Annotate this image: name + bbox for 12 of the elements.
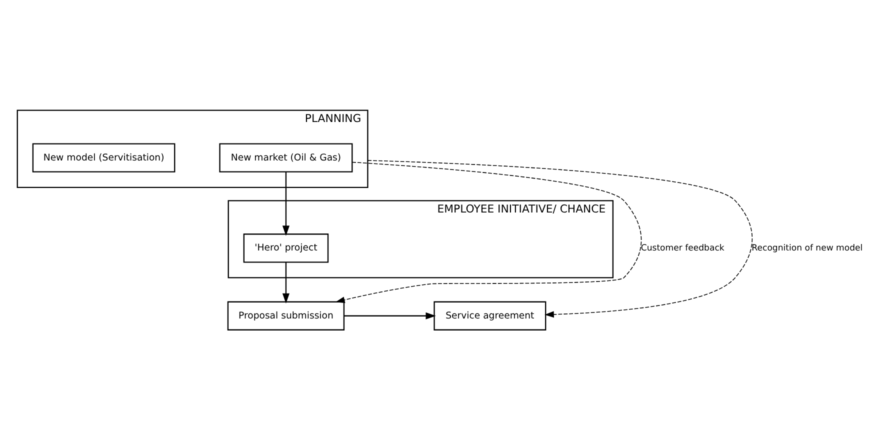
edge-label: Recognition of new model [752, 243, 863, 254]
node-box: 'Hero' project [243, 234, 329, 263]
node-box: New market (Oil & Gas) [219, 143, 353, 172]
arrow [344, 312, 436, 320]
node-box: Proposal submission [227, 301, 345, 330]
node-box: New model (Servitisation) [32, 143, 176, 172]
arrow [335, 162, 642, 304]
arrow [282, 172, 290, 236]
node-box: Service agreement [434, 301, 546, 330]
arrow [282, 262, 290, 304]
edge-label: Customer feedback [640, 243, 724, 254]
arrow [367, 160, 753, 318]
